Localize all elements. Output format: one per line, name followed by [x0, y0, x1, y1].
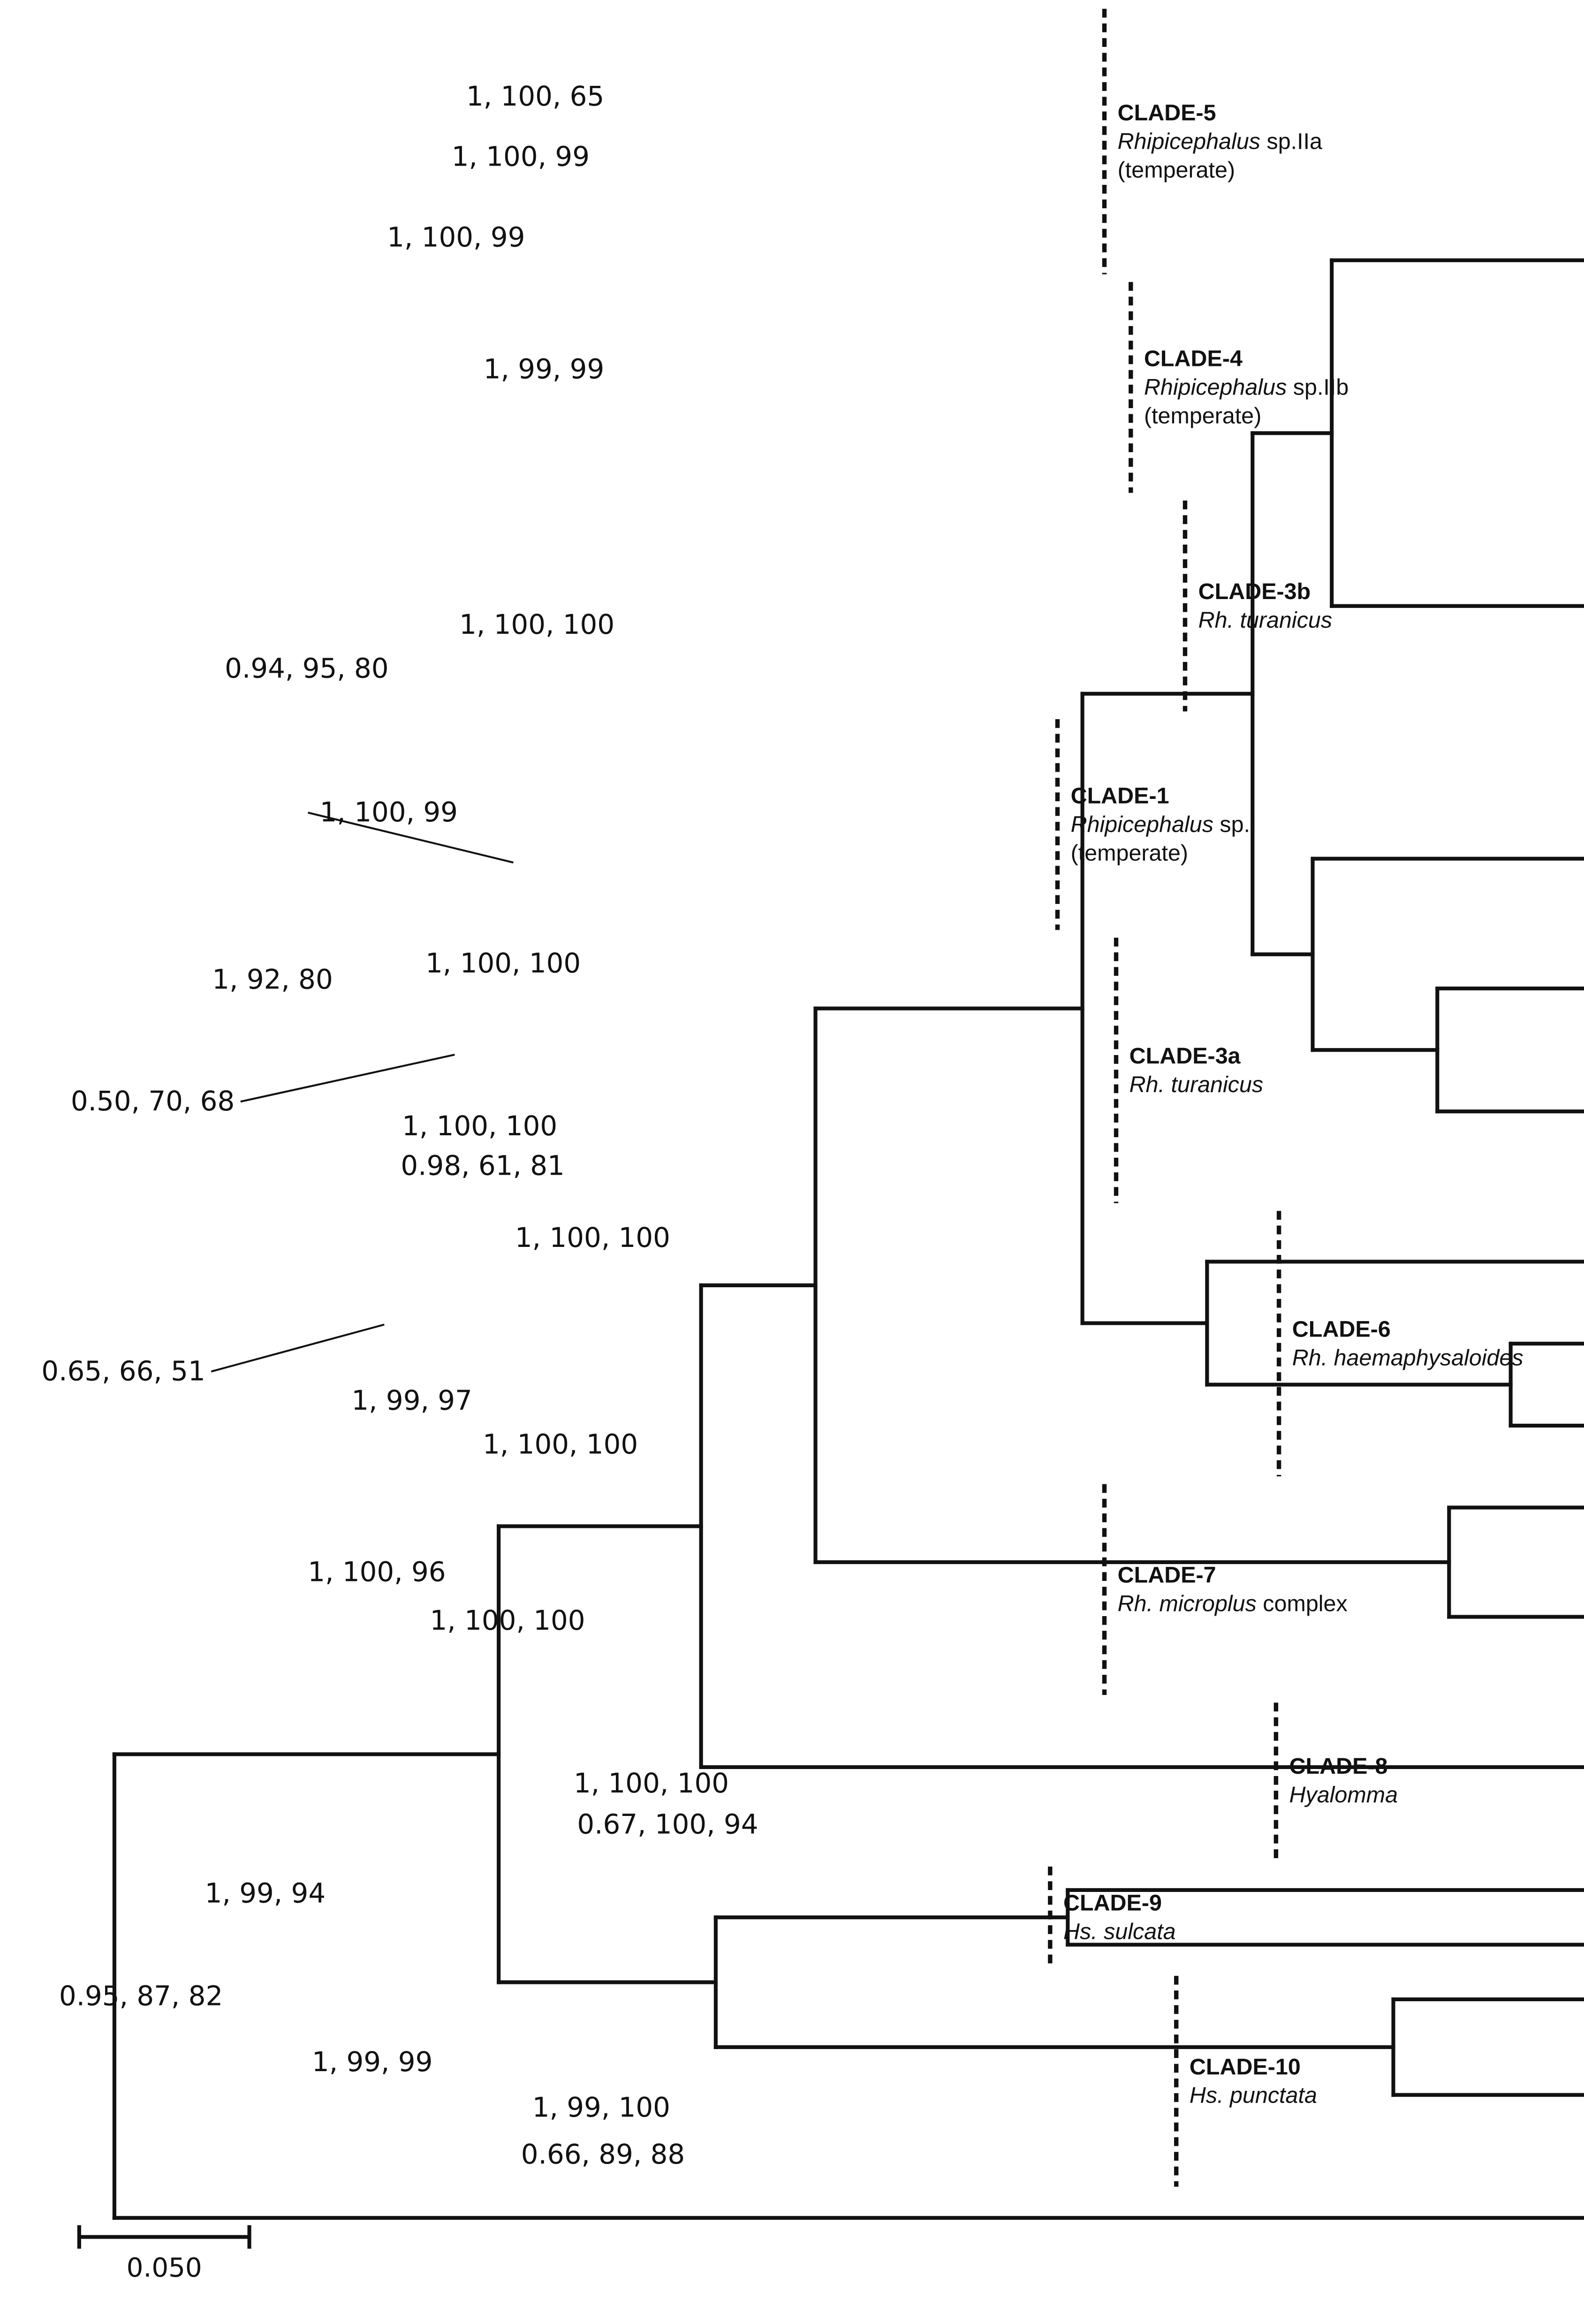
support-values: 1, 100, 65 1, 100, 99 1, 99, 99 1, 100, 99 1… [41, 80, 758, 2170]
clade-subtitle-c1: Rhipicephalus sp.I [1071, 812, 1257, 837]
support-value-nC: 1, 92, 80 [212, 963, 333, 995]
support-value-n7: 1, 100, 96 [308, 1556, 446, 1588]
support-value-n5a: 1, 100, 65 [466, 80, 604, 112]
support-value-n8a: 0.67, 100, 94 [577, 1808, 758, 1840]
support-leader-nB [211, 1323, 385, 1373]
support-value-n7a: 1, 100, 100 [430, 1604, 585, 1636]
support-value-n9: 1, 99, 94 [205, 1877, 326, 1909]
support-value-n6c: 1, 100, 100 [483, 1428, 638, 1460]
clade-title-c7: CLADE-7 [1118, 1562, 1216, 1587]
support-value-n3b: 1, 100, 100 [459, 608, 614, 640]
clade-title-c1: CLADE-1 [1071, 783, 1169, 808]
support-leader-n1 [308, 812, 514, 864]
support-value-nE: 1, 100, 99 [387, 221, 525, 253]
support-value-n3a1: 1, 100, 100 [425, 947, 581, 979]
clade-title-c8: CLADE-8 [1289, 1754, 1388, 1779]
support-value-n3a2: 1, 100, 100 [402, 1110, 557, 1142]
clade-title-c6: CLADE-6 [1292, 1316, 1391, 1342]
clade-subtitle-c3b: Rh. turanicus [1198, 608, 1332, 633]
clade-subtitle-c4: (temperate) [1144, 403, 1261, 428]
clade-title-c4: CLADE-4 [1144, 346, 1243, 372]
clade-subtitle-c8: Hyalomma [1289, 1782, 1398, 1808]
support-value-n5: 1, 100, 99 [452, 140, 590, 172]
support-value-n6b: 1, 99, 97 [351, 1384, 472, 1416]
clade-subtitle-c6: Rh. haemaphysaloides [1292, 1345, 1523, 1370]
support-value-n10b: 0.66, 89, 88 [521, 2138, 685, 2170]
support-value-nHs: 0.95, 87, 82 [59, 1980, 223, 2012]
clade-subtitle-c3a: Rh. turanicus [1129, 1072, 1263, 1097]
clade-subtitle-c9: Hs. sulcata [1063, 1919, 1176, 1944]
support-value-nB: 0.65, 66, 51 [41, 1355, 205, 1387]
support-value-n8: 1, 100, 100 [574, 1767, 729, 1799]
support-value-n10a: 1, 99, 100 [532, 2091, 670, 2123]
clade-subtitle-c7: Rh. microplus complex [1118, 1591, 1348, 1616]
support-leader-n3a [240, 1054, 455, 1103]
support-value-n1: 1, 100, 99 [320, 796, 458, 828]
support-value-n10: 1, 99, 99 [312, 2046, 433, 2078]
support-value-n3a3: 0.98, 61, 81 [401, 1150, 564, 1182]
tree-branches [112, 258, 1584, 2220]
support-value-n3a: 0.50, 70, 68 [71, 1085, 235, 1117]
clade-title-c10: CLADE-10 [1190, 2054, 1301, 2080]
clade-title-c3b: CLADE-3b [1198, 579, 1311, 604]
clade-title-c9: CLADE-9 [1063, 1890, 1162, 1915]
clade-subtitle-c5: (temperate) [1118, 157, 1235, 182]
scale-bar-label: 0.050 [127, 2253, 202, 2283]
support-value-n4: 1, 99, 99 [484, 353, 605, 385]
clade-subtitle-c10: Hs. punctata [1190, 2083, 1317, 2108]
support-value-nD: 0.94, 95, 80 [225, 653, 388, 684]
clade-subtitle-c5: Rhipicephalus sp.IIa [1118, 129, 1322, 154]
clade-title-c3a: CLADE-3a [1129, 1043, 1241, 1069]
clade-subtitle-c1: (temperate) [1071, 840, 1188, 866]
clade-title-c5: CLADE-5 [1118, 100, 1216, 125]
clade-subtitle-c4: Rhipicephalus sp.IIb [1144, 375, 1349, 400]
support-value-n6a: 1, 100, 100 [515, 1222, 670, 1253]
scale-bar: 0.050 [77, 2225, 251, 2283]
